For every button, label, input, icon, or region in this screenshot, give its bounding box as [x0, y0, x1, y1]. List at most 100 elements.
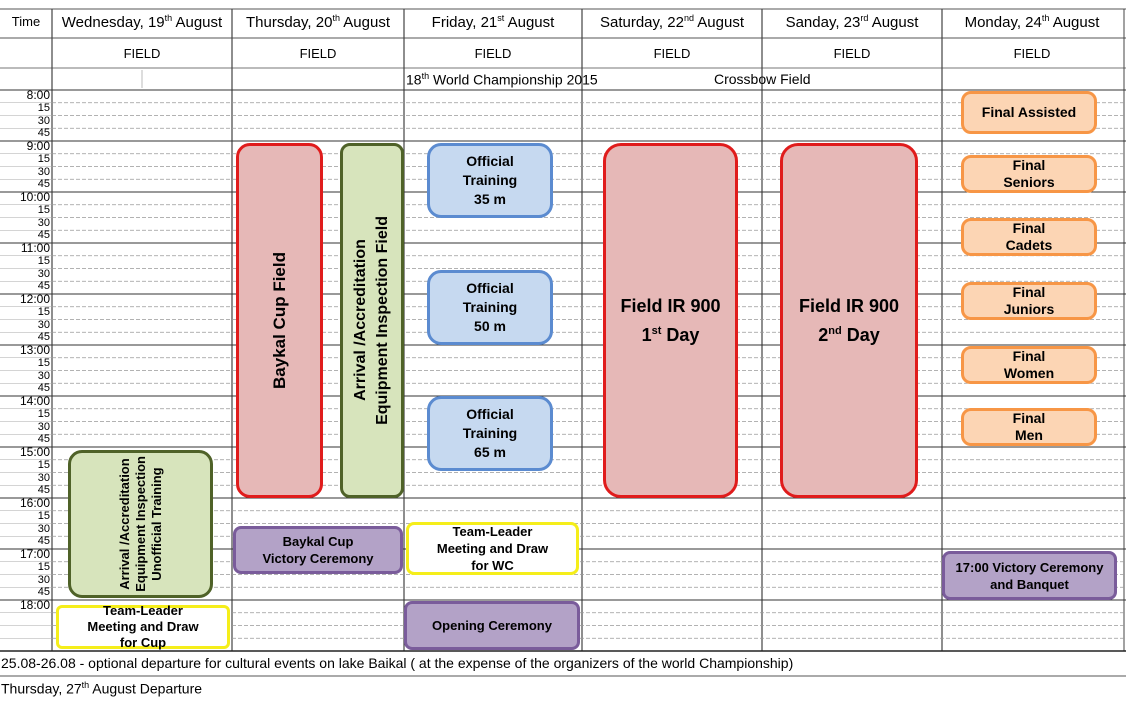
time-label: 45 — [37, 586, 50, 599]
event-line: Final — [1012, 220, 1046, 236]
time-label: 45 — [37, 127, 50, 140]
time-label: 16:00 — [19, 496, 50, 510]
event-wed-teamleader[interactable]: Team-Leader Meeting and Draw for Cup — [56, 603, 230, 650]
event-line: Seniors — [1003, 174, 1055, 190]
event-line: Final — [1012, 157, 1046, 173]
event-fri-teamleader[interactable]: Team-Leader Meeting and Draw for WC — [406, 522, 579, 575]
event-line: Final — [1012, 410, 1046, 426]
event-line: Baykal Cup — [282, 534, 354, 549]
time-label: 15 — [37, 509, 50, 522]
time-label: 13:00 — [19, 343, 50, 357]
event-line: and Banquet — [990, 576, 1069, 592]
event-line: Field IR 900 — [798, 295, 900, 316]
event-line: Baykal Cup Field — [269, 252, 289, 389]
field-label-sat: FIELD — [653, 46, 691, 61]
event-line: Official — [466, 406, 514, 422]
time-label: 12:00 — [19, 292, 50, 306]
event-line: 50 m — [474, 318, 506, 334]
day-header-fri: Friday, 21st August — [431, 13, 555, 31]
event-fri-training-65[interactable]: Official Training 65 m — [427, 396, 553, 471]
event-line: Victory Ceremony — [262, 551, 374, 566]
time-label: 18:00 — [19, 598, 50, 612]
event-line: 2nd Day — [818, 324, 880, 345]
day-header-sat: Saturday, 22nd August — [599, 13, 744, 31]
event-line: Arrival /Accreditation — [352, 239, 369, 402]
footer-note-cultural: 25.08-26.08 - optional departure for cul… — [1, 655, 794, 671]
field-label-thu: FIELD — [299, 46, 337, 61]
time-label: 45 — [37, 331, 50, 344]
time-label: 15 — [37, 152, 50, 165]
field-label-sun: FIELD — [833, 46, 871, 61]
event-line: 35 m — [474, 191, 506, 207]
event-line: Team-Leader — [452, 524, 533, 539]
time-label: 15 — [37, 254, 50, 267]
event-wed-arrival[interactable]: Arrival /Accreditation Equipment Inspect… — [68, 450, 213, 598]
event-thu-victory[interactable]: Baykal Cup Victory Ceremony — [233, 526, 403, 574]
footer-note-departure: Thursday, 27th August Departure — [1, 680, 203, 697]
event-sun-field-ir900[interactable]: Field IR 900 2nd Day — [780, 143, 918, 498]
time-label: 30 — [37, 420, 50, 433]
event-line: for WC — [471, 558, 514, 573]
time-label: 30 — [37, 573, 50, 586]
day-header-thu: Thursday, 20th August — [246, 13, 390, 31]
time-label: 45 — [37, 433, 50, 446]
time-label: 15 — [37, 458, 50, 471]
day-header-mon: Monday, 24th August — [964, 13, 1100, 31]
time-label: 8:00 — [26, 88, 50, 102]
event-line: Arrival /Accreditation — [116, 458, 132, 590]
event-line: Women — [1003, 365, 1055, 381]
event-mon-final-assisted[interactable]: Final Assisted — [961, 91, 1097, 134]
field-label-fri: FIELD — [474, 46, 512, 61]
time-label: 45 — [37, 229, 50, 242]
time-label: 17:00 — [19, 547, 50, 561]
field-label-mon: FIELD — [1013, 46, 1051, 61]
event-fri-training-50[interactable]: Official Training 50 m — [427, 270, 553, 345]
event-line: Men — [1014, 427, 1043, 443]
event-fri-training-35[interactable]: Official Training 35 m — [427, 143, 553, 218]
day-header-wed: Wednesday, 19th August — [61, 13, 223, 31]
field-label-wed: FIELD — [123, 46, 161, 61]
event-line: Training — [462, 172, 518, 188]
event-line: Juniors — [1003, 301, 1055, 317]
event-line: Final — [1012, 348, 1046, 364]
event-thu-baykal-cup[interactable]: Baykal Cup Field — [236, 143, 323, 498]
time-header: Time — [11, 14, 41, 29]
time-label: 30 — [37, 522, 50, 535]
event-line: Equipment Inspection Field — [374, 216, 391, 425]
time-label: 30 — [37, 165, 50, 178]
time-label: 15 — [37, 101, 50, 114]
event-mon-victory-banquet[interactable]: 17:00 Victory Ceremony and Banquet — [942, 551, 1117, 600]
event-line: Training — [462, 299, 518, 315]
event-line: 1st Day — [641, 324, 700, 345]
time-label: 30 — [37, 369, 50, 382]
event-line: Training — [462, 425, 518, 441]
event-line: Team-Leader — [103, 603, 183, 618]
event-line: Opening Ceremony — [432, 618, 552, 633]
event-line: Official — [466, 153, 514, 169]
event-line: 65 m — [474, 444, 506, 460]
time-label: 30 — [37, 318, 50, 331]
time-label: 10:00 — [19, 190, 50, 204]
event-line: Final — [1012, 284, 1046, 300]
championship-subtitle: Crossbow Field — [714, 71, 811, 87]
event-sat-field-ir900[interactable]: Field IR 900 1st Day — [603, 143, 738, 498]
event-line: Official — [466, 280, 514, 296]
event-fri-opening[interactable]: Opening Ceremony — [404, 601, 580, 650]
time-label: 45 — [37, 382, 50, 395]
time-label: 45 — [37, 535, 50, 548]
time-label: 11:00 — [20, 241, 50, 255]
event-line: for Cup — [119, 635, 167, 650]
time-label: 15 — [37, 356, 50, 369]
time-label: 14:00 — [19, 394, 50, 408]
event-line: Final Assisted — [981, 104, 1077, 120]
event-line: Field IR 900 — [620, 295, 721, 316]
event-line: Unofficial Training — [148, 467, 164, 581]
event-line: Meeting and Draw — [87, 619, 199, 634]
event-thu-arrival[interactable]: Arrival /Accreditation Equipment Inspect… — [340, 143, 404, 498]
